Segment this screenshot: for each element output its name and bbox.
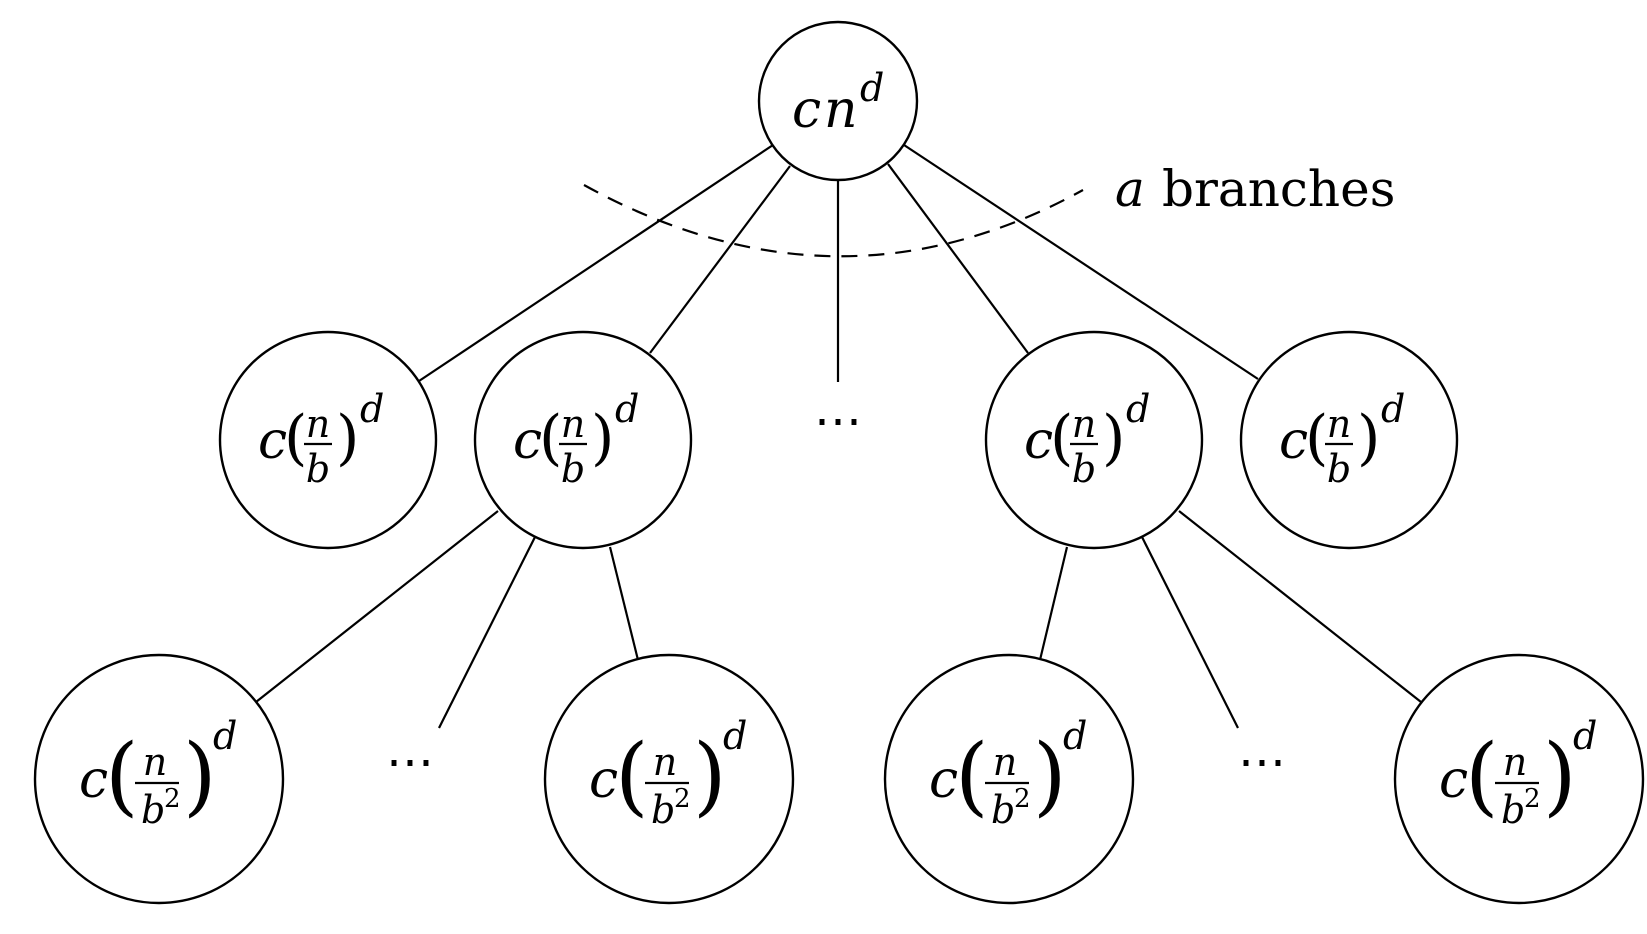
- node-left-paren: (: [1050, 403, 1073, 473]
- node-denominator: b: [561, 447, 585, 491]
- edge-root-l1-3: [887, 163, 1029, 354]
- node-right-paren: ): [591, 403, 614, 473]
- node-left-paren: (: [1305, 403, 1328, 473]
- level1-node: c(nb)d: [1239, 330, 1459, 550]
- node-exponent: d: [1063, 714, 1087, 758]
- node-coef: c: [589, 750, 618, 810]
- node-exponent: d: [360, 387, 384, 431]
- level2-node: c(nb2)d: [33, 653, 285, 905]
- root-var: n: [824, 80, 858, 140]
- ellipsis-level1: ⋯: [814, 393, 862, 449]
- node-left-paren: (: [105, 726, 139, 826]
- level2-node: c(nb2)d: [543, 653, 795, 905]
- node-denominator-base: b: [651, 788, 675, 832]
- node-coef: c: [929, 750, 958, 810]
- node-coef: c: [513, 411, 542, 471]
- node-denominator: b: [1327, 447, 1351, 491]
- node-left-paren: (: [955, 726, 989, 826]
- edge-root-l1-1: [418, 144, 774, 382]
- level1-node: c(nb)d: [473, 330, 693, 550]
- node-coef: c: [1439, 750, 1468, 810]
- node-numerator: n: [1503, 740, 1527, 784]
- node-numerator: n: [993, 740, 1017, 784]
- node-denominator: b: [306, 447, 330, 491]
- node-numerator: n: [561, 402, 585, 446]
- ellipsis-level2-left: ⋯: [386, 734, 434, 790]
- edge-root-l1-2: [649, 165, 791, 354]
- edge-l1-3-l2-3: [1038, 546, 1069, 661]
- node-numerator: n: [1327, 402, 1351, 446]
- node-exponent: d: [1573, 714, 1597, 758]
- level2-node: c(nb2)d: [883, 653, 1135, 905]
- node-left-paren: (: [539, 403, 562, 473]
- branches-dashed-arc: [583, 184, 1084, 258]
- node-right-paren: ): [1357, 403, 1380, 473]
- edge-l1-2-ellipsis: [438, 536, 536, 729]
- edge-l1-2-l2-2: [608, 546, 640, 661]
- node-denominator-base: b: [141, 788, 165, 832]
- ellipsis-level2-right: ⋯: [1238, 734, 1286, 790]
- node-denominator-base: b: [1501, 788, 1525, 832]
- node-denominator-base: b: [991, 788, 1015, 832]
- node-right-paren: ): [693, 726, 727, 826]
- node-right-paren: ): [336, 403, 359, 473]
- level1-node: c(nb)d: [984, 330, 1204, 550]
- edge-l1-3-ellipsis: [1141, 536, 1239, 729]
- node-left-paren: (: [284, 403, 307, 473]
- edge-l1-3-l2-4: [1178, 510, 1422, 703]
- root-coef: c: [792, 80, 821, 140]
- node-denominator-exponent: 2: [1014, 784, 1031, 814]
- level1-node: c(nb)d: [218, 330, 438, 550]
- node-right-paren: ): [1102, 403, 1125, 473]
- node-exponent: d: [213, 714, 237, 758]
- node-exponent: d: [723, 714, 747, 758]
- node-denominator-exponent: 2: [674, 784, 691, 814]
- root-node: c n d: [757, 20, 919, 182]
- node-right-paren: ): [1033, 726, 1067, 826]
- edge-root-l1-4: [903, 144, 1259, 380]
- level2-node: c(nb2)d: [1393, 653, 1645, 905]
- node-numerator: n: [306, 402, 330, 446]
- branches-text: branches: [1162, 160, 1395, 218]
- node-coef: c: [1024, 411, 1053, 471]
- node-left-paren: (: [1465, 726, 1499, 826]
- node-numerator: n: [653, 740, 677, 784]
- node-exponent: d: [1381, 387, 1405, 431]
- node-denominator-exponent: 2: [1524, 784, 1541, 814]
- node-left-paren: (: [615, 726, 649, 826]
- node-coef: c: [79, 750, 108, 810]
- node-exponent: d: [615, 387, 639, 431]
- node-numerator: n: [143, 740, 167, 784]
- node-exponent: d: [1126, 387, 1150, 431]
- branches-count-var: a: [1115, 160, 1145, 218]
- node-denominator: b: [1072, 447, 1096, 491]
- node-right-paren: ): [183, 726, 217, 826]
- node-coef: c: [1279, 411, 1308, 471]
- root-exponent: d: [860, 66, 884, 110]
- edge-l1-2-l2-1: [255, 510, 499, 703]
- node-coef: c: [258, 411, 287, 471]
- branches-label: a branches: [1115, 160, 1395, 218]
- node-right-paren: ): [1543, 726, 1577, 826]
- node-denominator-exponent: 2: [164, 784, 181, 814]
- node-numerator: n: [1072, 402, 1096, 446]
